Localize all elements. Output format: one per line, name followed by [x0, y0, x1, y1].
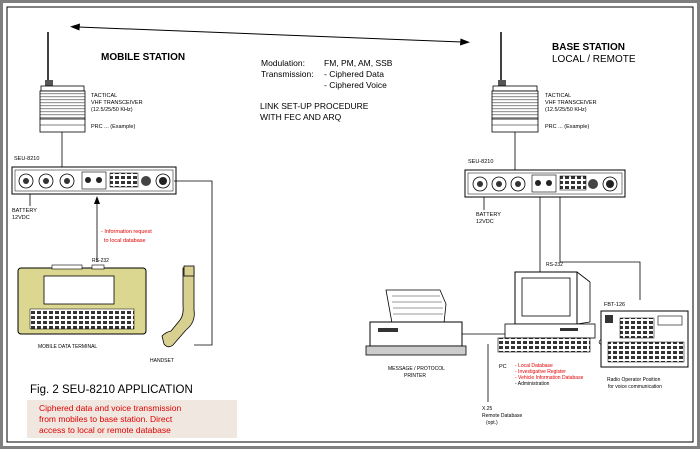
- base-radio-model: PRC ... (Example): [545, 124, 589, 130]
- base-radio-line3: (12.5/25/50 KHz): [545, 107, 587, 113]
- x25-line2: Remote Database: [482, 413, 523, 419]
- terminal-label: MOBILE DATA TERMINAL: [38, 344, 97, 350]
- mobile-radio-line2: VHF TRANSCEIVER: [91, 100, 143, 106]
- procedure-line2: WITH FEC AND ARQ: [260, 112, 342, 122]
- base-battery-line2: 12VDC: [476, 219, 494, 225]
- base-operator-cable: [559, 197, 641, 300]
- handset-cable: [174, 180, 213, 346]
- mobile-battery-line2: 12VDC: [12, 215, 30, 221]
- pc-item-2: - Vehicle Information Database: [515, 375, 584, 381]
- pc-workstation: [497, 271, 610, 353]
- mobile-radio-line1: TACTICAL: [91, 93, 117, 99]
- procedure-line1: LINK SET-UP PROCEDURE: [260, 101, 369, 111]
- base-unit-label: SEU-8210: [468, 159, 493, 165]
- handset-icon: [161, 265, 195, 348]
- figure-title: Fig. 2 SEU-8210 APPLICATION: [30, 384, 193, 396]
- operator-line2: for voice communication: [608, 384, 662, 390]
- x25-line3: (opt.): [486, 420, 498, 426]
- caption-box: [27, 400, 237, 438]
- transmission-value1: - Ciphered Data: [324, 69, 384, 79]
- modulation-label: Modulation:: [261, 58, 305, 68]
- fbt-label: FBT-126: [604, 302, 625, 308]
- base-radio-line1: TACTICAL: [545, 93, 571, 99]
- pc-label: PC: [499, 364, 507, 370]
- link-arrow: [70, 23, 470, 46]
- base-station-title: BASE STATION: [552, 42, 625, 53]
- pc-item-3: - Administration: [515, 381, 550, 387]
- mobile-unit-label: SEU-8210: [14, 156, 39, 162]
- mobile-radio-model: PRC ... (Example): [91, 124, 135, 130]
- printer-line2: PRINTER: [404, 373, 426, 379]
- printer-line1: MESSAGE / PROTOCOL: [388, 366, 445, 372]
- base-radio-line2: VHF TRANSCEIVER: [545, 100, 597, 106]
- mobile-rs232-label: RS-232: [92, 258, 109, 264]
- x25-line1: X.25: [482, 406, 493, 412]
- mobile-battery-line1: BATTERY: [12, 208, 37, 214]
- caption-line3: access to local or remote database: [39, 425, 171, 435]
- info-request-arrow: [94, 196, 100, 262]
- operator-line1: Radio Operator Position: [607, 377, 661, 383]
- pc-item-0: - Local Database: [515, 363, 553, 369]
- base-tactical-radio: [491, 80, 539, 133]
- inner-frame: [6, 6, 694, 443]
- modulation-value: FM, PM, AM, SSB: [324, 58, 393, 68]
- base-rs232-label: RS-232: [546, 262, 563, 268]
- mobile-radio-line3: (12.5/25/50 KHz): [91, 107, 133, 113]
- operator-position-console: [600, 310, 689, 368]
- pc-item-1: - Investigative Register: [515, 369, 566, 375]
- base-battery-line1: BATTERY: [476, 212, 501, 218]
- caption-line1: Ciphered data and voice transmission: [39, 403, 181, 413]
- mobile-station-title: MOBILE STATION: [101, 52, 185, 63]
- mobile-tactical-radio: [39, 80, 86, 133]
- base-seu-8210-unit: [464, 169, 626, 198]
- printer-icon: [365, 289, 467, 356]
- info-request-line1: - Information request: [101, 229, 152, 235]
- transmission-value2: - Ciphered Voice: [324, 80, 387, 90]
- mobile-data-terminal: [17, 264, 147, 335]
- caption-line2: from mobiles to base station. Direct: [39, 414, 173, 424]
- base-station-subtitle: LOCAL / REMOTE: [552, 54, 636, 65]
- transmission-label: Transmission:: [261, 69, 314, 79]
- mobile-seu-8210-unit: [11, 166, 177, 195]
- handset-label: HANDSET: [150, 358, 174, 364]
- info-request-line2: to local database: [104, 238, 146, 244]
